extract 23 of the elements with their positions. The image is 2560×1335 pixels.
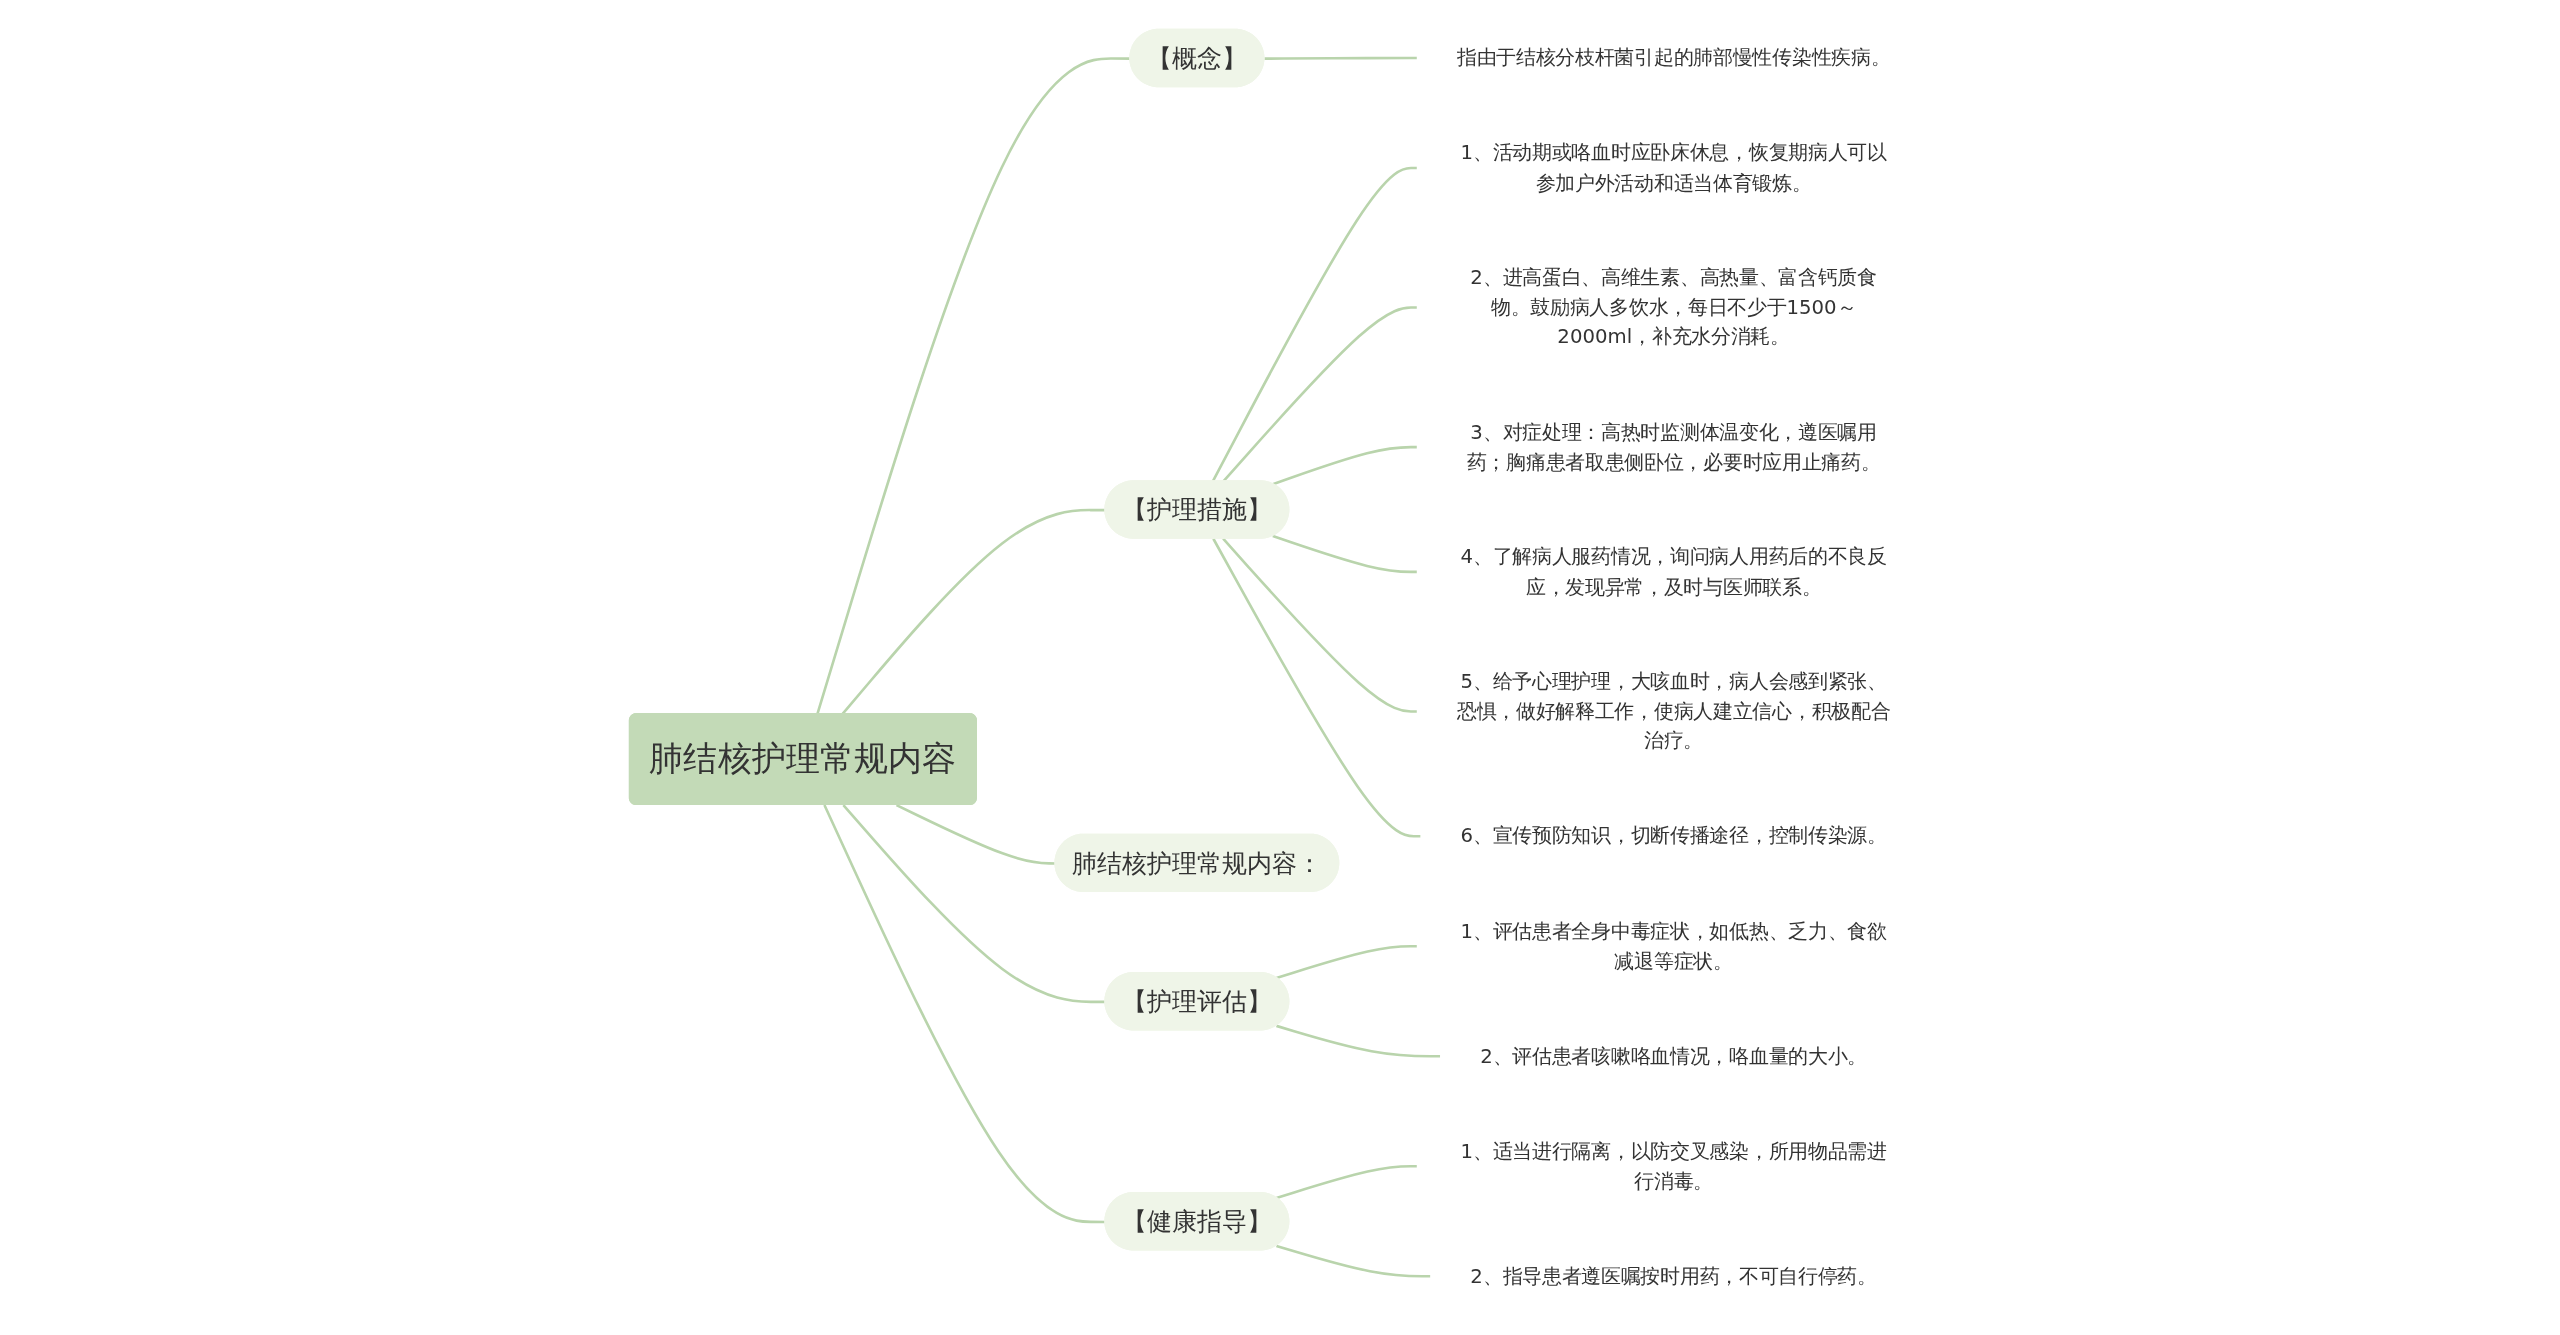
node-text: 3、对症处理：高热时监测体温变化，遵医嘱用药；胸痛患者取患侧卧位，必要时应用止痛药。 xyxy=(1467,420,1881,474)
connector xyxy=(1211,167,1418,483)
connector xyxy=(1222,306,1418,483)
node-text: 5、给予心理护理，大咳血时，病人会感到紧张、恐惧，做好解释工作，使病人建立信心，积极配合治疗。 xyxy=(1457,670,1891,753)
connector xyxy=(1222,538,1418,714)
node-text: 指由于结核分枝杆菌引起的肺部慢性传染性疾病。 xyxy=(1457,46,1891,70)
node-text: 2、评估患者咳嗽咯血情况，咯血量的大小。 xyxy=(1480,1044,1868,1069)
connector xyxy=(1276,945,1418,980)
node-text: 1、适当进行隔离，以防交叉感染，所用物品需进行消毒。 xyxy=(1460,1139,1888,1193)
connector xyxy=(1276,1165,1418,1200)
node-text: 2、进高蛋白、高维生素、高热量、富含钙质食物。鼓励病人多饮水，每日不少于1500～2000ml，补充水分消耗。 xyxy=(1470,266,1878,349)
connector xyxy=(1272,446,1418,486)
node-text: 2、指导患者遵医嘱按时用药，不可自行停药。 xyxy=(1470,1264,1878,1289)
connector xyxy=(1276,1245,1432,1278)
connector xyxy=(1264,57,1418,61)
connector xyxy=(1272,535,1418,574)
connector xyxy=(816,57,1131,716)
node-text: 4、了解病人服药情况，询问病人用药后的不良反应，发现异常，及时与医师联系。 xyxy=(1460,545,1888,599)
node-text: 1、活动期或咯血时应卧床休息，恢复期病人可以参加户外活动和适当体育锻炼。 xyxy=(1460,141,1888,195)
node-text: 1、评估患者全身中毒症状，如低热、乏力、食欲减退等症状。 xyxy=(1460,919,1888,973)
node-text: 6、宣传预防知识，切断传播途径，控制传染源。 xyxy=(1460,824,1888,849)
connector xyxy=(1276,1024,1442,1058)
connector xyxy=(1212,538,1422,838)
